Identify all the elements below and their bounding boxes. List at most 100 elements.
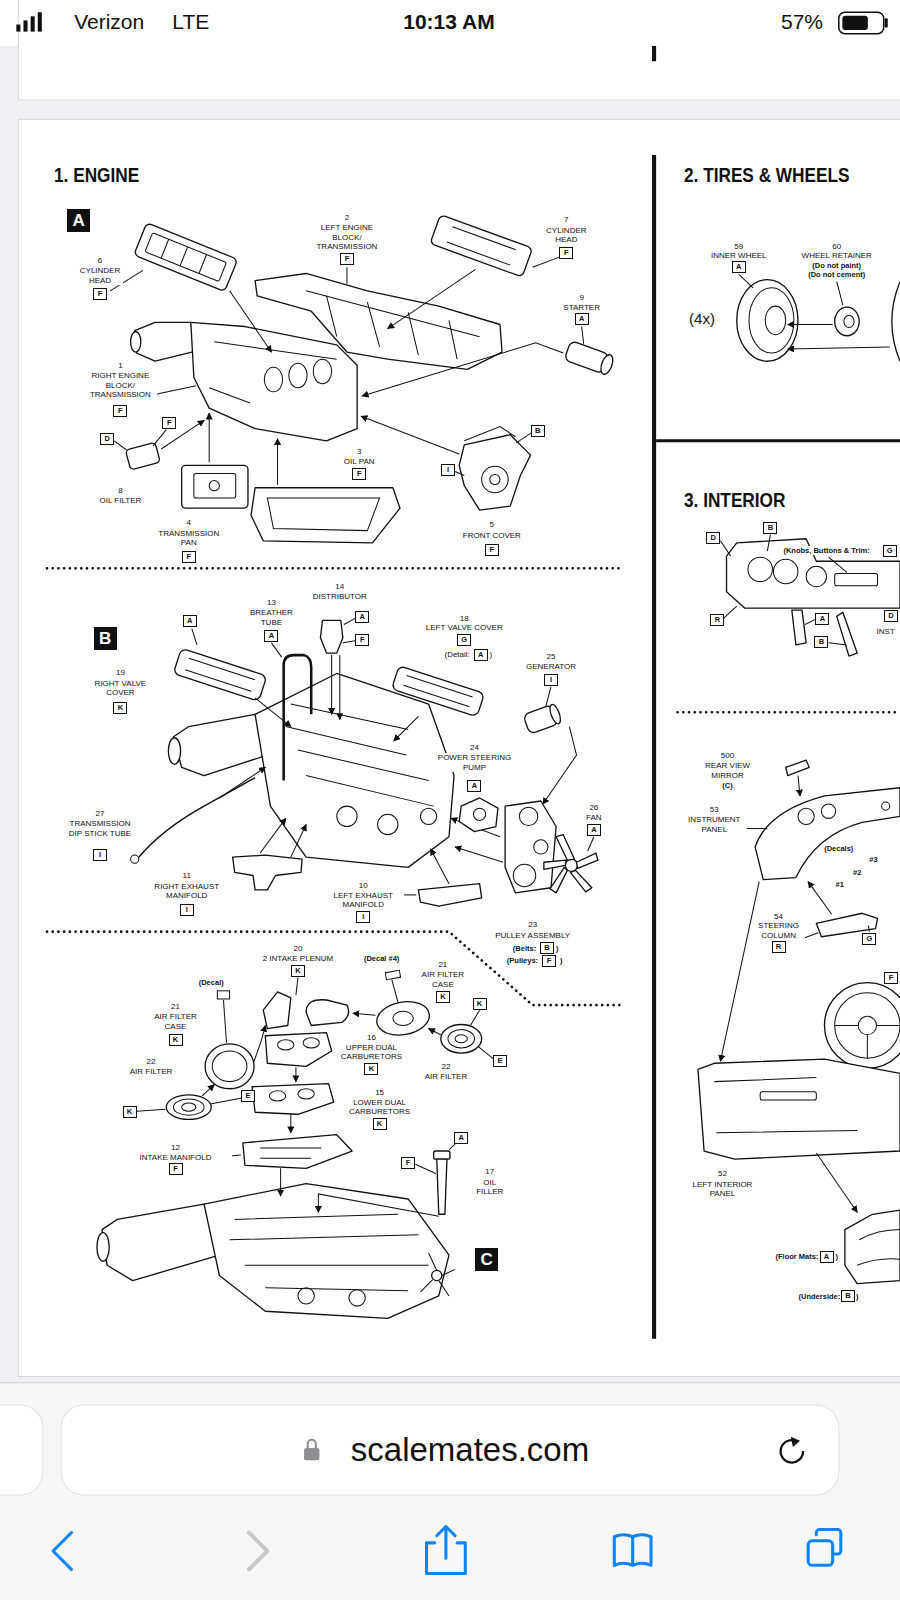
paint-code-box: F [169, 1163, 183, 1175]
part-name: OIL FILTER [90, 496, 151, 506]
paint-code: G [461, 635, 467, 644]
part-name: WHEEL RETAINER [786, 251, 888, 261]
paint-code-box: I [441, 464, 455, 476]
callout-number: 1 [118, 361, 122, 371]
callout-number: 21 [438, 960, 447, 970]
callout-number: 7 [564, 215, 568, 225]
paint-code: A [591, 825, 596, 834]
callout-number: 2 [345, 213, 349, 223]
paint-code-box: F [113, 405, 127, 417]
paint-code: I [362, 912, 364, 921]
paint-code: K [377, 1119, 382, 1128]
paint-code: K [295, 966, 300, 975]
paint-code: A [459, 1133, 464, 1142]
callout-number: 8 [118, 486, 122, 496]
paint-code-box: B [763, 522, 777, 534]
paint-code-box: K [113, 702, 127, 714]
paint-code: A [472, 781, 477, 790]
paint-code: R [776, 942, 781, 951]
note: (C) [722, 781, 732, 790]
paint-code-box: I [180, 904, 194, 916]
callout-number: 5 [490, 520, 494, 530]
part-name: PULLEY ASSEMBLY [477, 931, 589, 941]
paint-code-box: I [544, 674, 558, 686]
callout-number: 10 [359, 881, 368, 891]
paint-code: K [440, 992, 445, 1001]
part-name: AIR FILTER CASE [415, 970, 470, 989]
callout-number: 22 [441, 1062, 450, 1072]
paint-code: G [866, 934, 872, 943]
callout-number: 26 [589, 803, 598, 813]
part-name: LEFT VALVE COVER [408, 623, 520, 633]
paint-code: K [477, 999, 482, 1008]
paint-code: F [98, 289, 103, 298]
paint-code-box: R [710, 614, 724, 626]
part-name: LEFT INTERIOR PANEL [687, 1180, 758, 1199]
paint-code-box: G [457, 634, 471, 646]
paint-code: A [736, 262, 741, 271]
paint-code: B [768, 523, 773, 532]
status-text: 10:13 AM [403, 9, 494, 35]
part-name: POWER STEERING PUMP [434, 753, 516, 772]
callout-number: 14 [335, 582, 344, 592]
callout-number: 16 [367, 1033, 376, 1043]
paint-code: R [715, 615, 720, 624]
paint-code-box: A [264, 630, 278, 642]
paint-code: F [186, 552, 191, 561]
url-text: scalemates.com [351, 1431, 589, 1469]
part-name: GENERATOR [515, 662, 586, 672]
callout-number: 59 [734, 242, 743, 252]
callout-number: 22 [147, 1057, 156, 1067]
paint-code: A [824, 1252, 829, 1261]
callout-number: 53 [710, 805, 719, 815]
callout-number: 500 [721, 751, 734, 761]
step-letter-box: A [67, 209, 90, 232]
paint-code: F [357, 469, 362, 478]
part-name: FAN [579, 813, 610, 823]
note: (Knobs, Buttons & Trim: [783, 546, 869, 555]
paint-code: D [104, 434, 109, 443]
part-name: AIR FILTER CASE [148, 1012, 203, 1031]
note: (Do not paint) [812, 261, 861, 270]
note: (Belts: [513, 944, 536, 953]
note: ) [556, 944, 559, 953]
part-name: RIGHT ENGINE BLOCK/ TRANSMISSION [85, 371, 156, 400]
paint-code-box: A [732, 261, 746, 273]
step-letter: C [481, 1250, 493, 1269]
paint-code-box: E [493, 1055, 507, 1067]
paint-code-box: I [356, 911, 370, 923]
status-text: 57% [781, 9, 823, 35]
paint-code-box: B [540, 942, 554, 954]
note: (Detail: [444, 650, 469, 660]
paint-code: K [173, 1035, 178, 1044]
paint-code-box: F [340, 253, 354, 265]
paint-code: A [478, 650, 483, 659]
part-name: TRANSMISSION PAN [154, 529, 223, 548]
quantity-note: (4x) [689, 310, 715, 328]
paint-code: F [167, 418, 172, 427]
paint-code-box: A [575, 313, 589, 325]
paint-code-box: F [182, 551, 196, 563]
part-name: LEFT EXHAUST MANIFOLD [322, 891, 404, 910]
step-letter-box: B [94, 627, 117, 650]
paint-code: B [845, 1291, 850, 1300]
part-name: RIGHT EXHAUST MANIFOLD [146, 882, 228, 901]
note: ) [489, 650, 492, 660]
paint-code: F [173, 1164, 178, 1173]
paint-code-box: F [542, 955, 556, 967]
paint-code-box: A [815, 613, 829, 625]
note: #2 [853, 868, 861, 877]
paint-code-box: B [531, 425, 545, 437]
paint-code: F [406, 1158, 411, 1167]
paint-code-box: R [772, 941, 786, 953]
section-heading: 3. INTERIOR [684, 487, 785, 513]
paint-code-box: I [93, 849, 107, 861]
callout-number: 27 [96, 809, 105, 819]
callout-number: 4 [187, 518, 191, 528]
part-name: INTAKE MANIFOLD [119, 1153, 231, 1163]
step-letter: B [99, 629, 111, 648]
paint-code-box: F [355, 634, 369, 646]
paint-code: I [186, 905, 188, 914]
part-name: AIR FILTER [120, 1067, 181, 1077]
